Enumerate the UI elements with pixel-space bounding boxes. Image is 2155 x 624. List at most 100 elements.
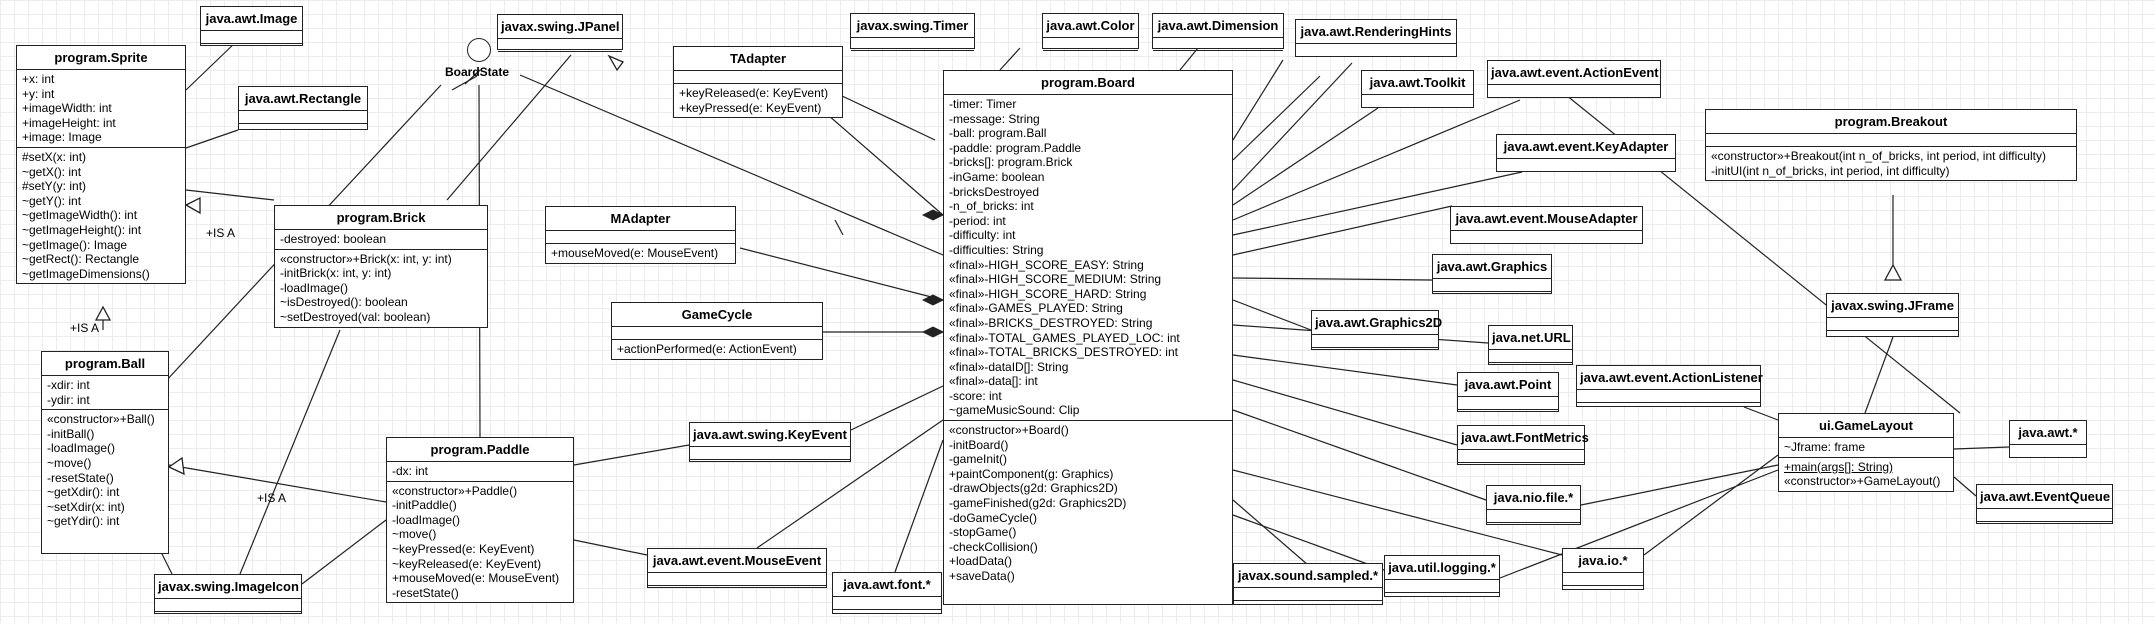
attributes-section — [1458, 397, 1558, 410]
class-madapter[interactable]: MAdapter+mouseMoved(e: MouseEvent) — [545, 206, 736, 264]
method: ~getX(): int — [22, 164, 82, 179]
method: +keyReleased(e: KeyEvent) — [679, 86, 829, 100]
class-java-awt-font[interactable]: java.awt.font.* — [832, 572, 942, 614]
class-title: program.Ball — [42, 352, 168, 376]
method: -initUI(int n_of_bricks, int period, int… — [1711, 163, 1950, 178]
attributes-section — [674, 71, 842, 84]
class-tadapter[interactable]: TAdapter+keyReleased(e: KeyEvent)+keyPre… — [673, 46, 843, 119]
attributes-section: -timer: Timer-message: String-ball: prog… — [944, 95, 1232, 422]
attribute: +image: Image — [22, 130, 102, 145]
method: -resetState() — [392, 585, 459, 600]
class-java-awt-eventqueue[interactable]: java.awt.EventQueue — [1976, 484, 2113, 524]
class-java-io[interactable]: java.io.* — [1562, 548, 1644, 590]
class-title: java.awt.event.KeyAdapter — [1497, 135, 1675, 159]
class-javax-swing-imageicon[interactable]: javax.swing.ImageIcon — [154, 574, 302, 614]
method: -gameInit() — [949, 452, 1008, 467]
method: -resetState() — [47, 470, 114, 485]
composition-diamond — [921, 294, 945, 306]
attributes-section — [1497, 159, 1675, 172]
attributes-section — [1577, 390, 1760, 403]
class-java-awt-color[interactable]: java.awt.Color — [1042, 13, 1139, 51]
inheritance-arrowhead — [184, 196, 201, 215]
attributes-section — [612, 327, 822, 340]
attribute: «final»-HIGH_SCORE_EASY: String — [949, 257, 1144, 272]
class-java-util-logging[interactable]: java.util.logging.* — [1384, 555, 1500, 597]
class-title: program.Board — [944, 71, 1232, 95]
attributes-section — [201, 31, 302, 44]
class-java-awt-renderinghints[interactable]: java.awt.RenderingHints — [1295, 19, 1457, 57]
method: +actionPerformed(e: ActionEvent) — [617, 342, 797, 356]
method: -gameFinished(g2d: Graphics2D) — [949, 496, 1127, 511]
class-title: javax.swing.Timer — [851, 14, 974, 38]
method: ~getY(): int — [22, 193, 82, 208]
methods-section — [1977, 522, 2112, 534]
association-line — [1499, 469, 1779, 579]
methods-section — [1234, 601, 1382, 613]
method: -loadImage() — [280, 280, 349, 295]
class-java-net-url[interactable]: java.net.URL — [1488, 325, 1573, 365]
association-line — [185, 39, 239, 91]
class-java-awt[interactable]: java.awt.* — [2009, 420, 2087, 458]
class-gamecycle[interactable]: GameCycle+actionPerformed(e: ActionEvent… — [611, 302, 823, 360]
class-javax-sound-sampled[interactable]: javax.sound.sampled.* — [1233, 563, 1383, 605]
class-javax-swing-timer[interactable]: javax.swing.Timer — [850, 13, 975, 51]
method: «constructor»+Paddle() — [392, 483, 518, 498]
class-title: java.awt.Image — [201, 7, 302, 31]
class-java-awt-graphics2d[interactable]: java.awt.Graphics2D — [1311, 310, 1442, 350]
association-line — [239, 329, 341, 575]
method: ~setDestroyed(val: boolean) — [280, 309, 431, 324]
method: -checkCollision() — [949, 539, 1038, 554]
attributes-section — [1043, 38, 1138, 51]
association-line — [1232, 469, 1563, 556]
class-java-awt-dimension[interactable]: java.awt.Dimension — [1152, 13, 1284, 51]
class-ui-gamelayout[interactable]: ui.GameLayout~Jframe: frame+main(args[]:… — [1778, 413, 1954, 492]
attributes-section — [648, 573, 826, 586]
class-title: javax.sound.sampled.* — [1234, 564, 1382, 588]
attributes-section — [155, 599, 301, 612]
methods-section — [1153, 51, 1283, 63]
class-java-awt-event-mouseadapter[interactable]: java.awt.event.MouseAdapter — [1450, 206, 1643, 244]
methods-section — [1312, 348, 1438, 360]
class-java-awt-fontmetrics[interactable]: java.awt.FontMetrics — [1457, 425, 1589, 465]
association-line — [573, 539, 648, 556]
class-title: java.awt.EventQueue — [1977, 485, 2112, 509]
class-javax-swing-jpanel[interactable]: javax.swing.JPanel — [497, 14, 623, 52]
methods-section — [1458, 410, 1558, 422]
boardstate-interface-circle[interactable] — [467, 38, 491, 62]
association-line — [1953, 476, 1977, 497]
method: «constructor»+Breakout(int n_of_bricks, … — [1711, 149, 2046, 163]
class-java-awt-rectangle[interactable]: java.awt.Rectangle — [238, 86, 368, 130]
class-java-nio-file[interactable]: java.nio.file.* — [1486, 485, 1581, 525]
class-java-awt-event-actionlistener[interactable]: java.awt.event.ActionListener — [1576, 365, 1763, 407]
class-javax-swing-jframe[interactable]: javax.swing.JFrame — [1826, 293, 1959, 337]
class-java-awt-event-keyadapter[interactable]: java.awt.event.KeyAdapter — [1496, 134, 1676, 172]
association-line — [301, 519, 387, 585]
attribute: +x: int — [22, 72, 55, 86]
class-program-board[interactable]: program.Board-timer: Timer-message: Stri… — [943, 70, 1233, 605]
class-java-awt-event-actionevent[interactable]: java.awt.event.ActionEvent — [1487, 60, 1661, 98]
composition-diamond — [921, 209, 945, 221]
attribute: «final»-HIGH_SCORE_MEDIUM: String — [949, 272, 1162, 287]
class-java-awt-point[interactable]: java.awt.Point — [1457, 372, 1559, 412]
methods-section — [201, 44, 302, 56]
methods-section: +keyReleased(e: KeyEvent)+keyPressed(e: … — [674, 84, 842, 117]
class-java-awt-graphics[interactable]: java.awt.Graphics — [1432, 254, 1552, 294]
method: «constructor»+GameLayout() — [1784, 474, 1941, 489]
class-java-awt-image[interactable]: java.awt.Image — [200, 6, 303, 46]
class-java-awt-event-mouseevent[interactable]: java.awt.event.MouseEvent — [647, 548, 827, 588]
class-java-awt-toolkit[interactable]: java.awt.Toolkit — [1361, 70, 1474, 108]
class-program-brick[interactable]: program.Brick-destroyed: boolean«constru… — [274, 205, 488, 328]
class-program-breakout[interactable]: program.Breakout«constructor»+Breakout(i… — [1705, 109, 2077, 182]
attributes-section — [1362, 95, 1473, 108]
class-title: java.awt.Graphics — [1433, 255, 1551, 279]
method: ~keyPressed(e: KeyEvent) — [392, 541, 535, 556]
attribute: -inGame: boolean — [949, 169, 1045, 184]
class-program-ball[interactable]: program.Ball-xdir: int-ydir: int«constru… — [41, 351, 169, 554]
class-program-paddle[interactable]: program.Paddle-dx: int«constructor»+Padd… — [386, 437, 574, 604]
methods-section: +actionPerformed(e: ActionEvent) — [612, 340, 822, 359]
class-program-sprite[interactable]: program.Sprite+x: int+y: int+imageWidth:… — [16, 45, 186, 285]
attributes-section — [1312, 335, 1438, 348]
method: ~move() — [392, 527, 437, 542]
class-java-awt-swing-keyevent[interactable]: java.awt.swing.KeyEvent — [689, 422, 851, 462]
class-title: java.awt.Color — [1043, 14, 1138, 38]
